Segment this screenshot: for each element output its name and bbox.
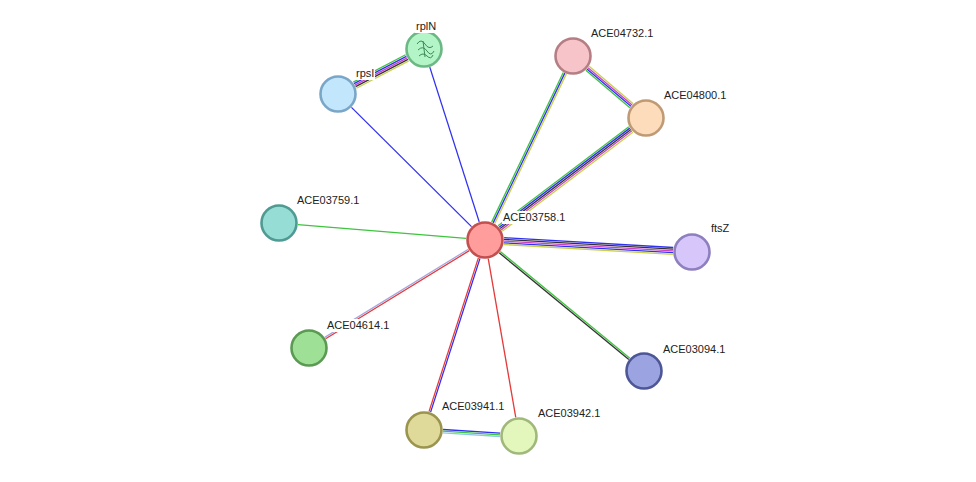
evidence-strand: [431, 258, 480, 412]
interaction-edge: [504, 238, 673, 255]
node-circle: [675, 235, 710, 270]
interaction-edge: [325, 249, 470, 339]
protein-node: ACE03758.1: [466, 221, 504, 259]
node-label: ACE03094.1: [662, 343, 726, 356]
evidence-strand: [356, 59, 408, 86]
node-label: ACE04614.1: [326, 319, 390, 332]
protein-node: ACE04732.1: [554, 37, 592, 75]
evidence-strand: [298, 225, 466, 239]
evidence-strand: [589, 66, 633, 103]
interaction-edge: [443, 430, 500, 437]
evidence-strand: [499, 253, 629, 360]
node-circle: [290, 329, 328, 367]
node-circle: [405, 411, 443, 449]
node-circle: [319, 75, 357, 113]
evidence-strand: [500, 129, 631, 228]
node-label: ftsZ: [710, 222, 730, 235]
evidence-strand: [326, 251, 470, 339]
protein-node: rpsI: [319, 75, 357, 113]
structure-icon: [417, 41, 434, 58]
node-label: ACE03941.1: [441, 400, 505, 413]
node-circle: [292, 331, 327, 366]
node-circle: [405, 30, 443, 68]
evidence-strand: [504, 243, 673, 253]
node-label: ACE04800.1: [663, 89, 727, 102]
node-circle: [556, 39, 591, 74]
protein-node: ACE03094.1: [625, 352, 663, 390]
evidence-strand: [429, 258, 478, 412]
evidence-strand: [588, 68, 632, 105]
node-circle: [627, 99, 665, 137]
node-circle: [321, 77, 356, 112]
evidence-strand: [499, 128, 630, 227]
evidence-strand: [498, 127, 629, 226]
protein-node: ftsZ: [673, 233, 711, 271]
interaction-edge: [586, 66, 633, 107]
protein-node: ACE04614.1: [290, 329, 328, 367]
interaction-edge: [499, 251, 630, 359]
evidence-strand: [500, 251, 630, 358]
node-label: ACE03759.1: [296, 194, 360, 207]
node-circle: [466, 221, 504, 259]
node-circle: [502, 419, 537, 454]
protein-node: ACE03759.1: [260, 204, 298, 242]
evidence-strand: [351, 107, 471, 226]
node-circle: [627, 354, 662, 389]
node-label: ACE04732.1: [590, 27, 654, 40]
evidence-strand: [501, 131, 632, 230]
evidence-strand: [443, 433, 500, 437]
interaction-edge: [351, 107, 471, 226]
evidence-strand: [586, 70, 630, 107]
node-circle: [629, 101, 664, 136]
protein-node: ACE04800.1: [627, 99, 665, 137]
evidence-strand: [354, 56, 406, 83]
node-circle: [554, 37, 592, 75]
evidence-strand: [325, 249, 469, 337]
evidence-strand: [430, 67, 479, 222]
node-circle: [260, 204, 298, 242]
node-label: ACE03942.1: [537, 407, 601, 420]
evidence-strand: [355, 58, 407, 85]
interaction-edge: [353, 55, 408, 88]
evidence-strand: [353, 55, 405, 82]
evidence-strand: [488, 259, 516, 418]
evidence-strand: [587, 69, 631, 106]
node-circle: [407, 32, 442, 67]
interaction-edge: [498, 127, 633, 231]
interaction-edge: [492, 72, 567, 223]
node-circle: [500, 417, 538, 455]
node-circle: [468, 223, 503, 258]
interaction-edge: [429, 258, 480, 412]
node-label: ACE03758.1: [502, 211, 566, 224]
node-label: rplN: [415, 20, 437, 33]
interaction-edge: [488, 259, 516, 418]
evidence-strand: [504, 244, 673, 254]
evidence-strand: [502, 132, 633, 231]
node-circle: [673, 233, 711, 271]
protein-node: ACE03941.1: [405, 411, 443, 449]
evidence-strand: [492, 72, 564, 222]
node-circle: [625, 352, 663, 390]
node-label: rpsI: [355, 67, 375, 80]
interaction-edge: [430, 67, 479, 222]
evidence-strand: [493, 73, 565, 223]
interaction-edge: [298, 225, 466, 239]
node-circle: [407, 413, 442, 448]
node-circle: [262, 206, 297, 241]
protein-node: rplN: [405, 30, 443, 68]
protein-node: ACE03942.1: [500, 417, 538, 455]
